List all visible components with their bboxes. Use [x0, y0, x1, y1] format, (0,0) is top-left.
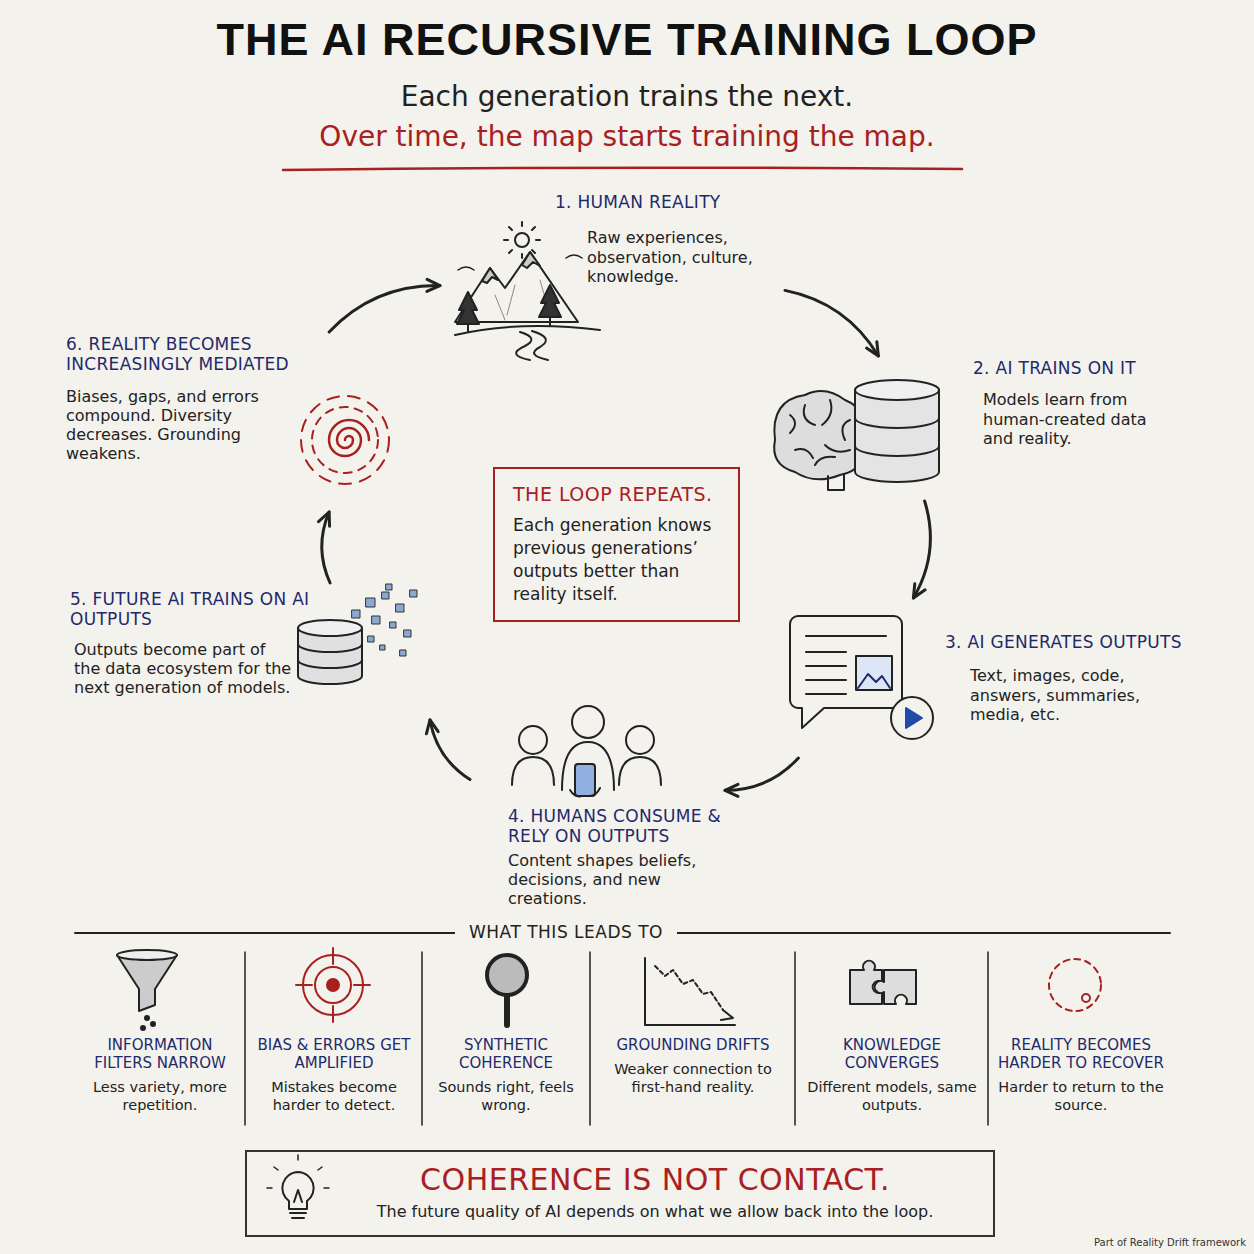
arrow-head: [913, 584, 925, 598]
dashed-circle-icon: [1049, 959, 1101, 1011]
node-body: Weaker connection to first-hand reality.: [596, 1060, 790, 1096]
effect-item: GROUNDING DRIFTS Weaker connection to fir…: [596, 1036, 790, 1096]
node-body: Harder to return to the source.: [990, 1078, 1172, 1114]
node-body: Sounds right, feels wrong.: [426, 1078, 586, 1114]
brain-database-icon: [774, 380, 939, 490]
node-body: Models learn from human-created data and…: [983, 390, 1163, 448]
arrow-line: [913, 501, 930, 598]
output-bubble-icon: [790, 616, 933, 739]
landscape-icon: [455, 222, 600, 360]
arrow-head: [725, 784, 738, 796]
magnifier-icon: [487, 955, 527, 1025]
database-pixels-icon: [298, 584, 417, 684]
node-heading: REALITY BECOMES HARDER TO RECOVER: [990, 1036, 1172, 1072]
effect-item: BIAS & ERRORS GET AMPLIFIED Mistakes beco…: [250, 1036, 418, 1114]
subtitle: Each generation trains the next.: [0, 80, 1254, 113]
flow-arrow: [319, 512, 331, 583]
node-heading: 1. HUMAN REALITY: [555, 192, 780, 212]
node-heading: SYNTHETIC COHERENCE: [426, 1036, 586, 1072]
funnel-icon: [117, 950, 177, 1030]
node-heading: THE LOOP REPEATS.: [513, 483, 722, 506]
loop-box: THE LOOP REPEATS. Each generation knows p…: [493, 467, 740, 622]
node-heading: GROUNDING DRIFTS: [596, 1036, 790, 1054]
node-heading: INFORMATION FILTERS NARROW: [78, 1036, 242, 1072]
node-body: Biases, gaps, and errors compound. Diver…: [66, 387, 288, 464]
node-heading: KNOWLEDGE CONVERGES: [800, 1036, 984, 1072]
flow-arrow: [329, 279, 440, 332]
node-heading: 2. AI TRAINS ON IT: [973, 358, 1183, 378]
key-message-box: COHERENCE IS NOT CONTACT. The future qual…: [245, 1150, 995, 1237]
node-heading: BIAS & ERRORS GET AMPLIFIED: [250, 1036, 418, 1072]
stage: 4. HUMANS CONSUME & RELY ON OUTPUTSConte…: [470, 700, 725, 915]
node-body: Content shapes beliefs, decisions, and n…: [508, 851, 723, 909]
stage: 3. AI GENERATES OUTPUTS Text, images, cod…: [780, 598, 1240, 758]
node-body: Raw experiences, observation, culture, k…: [587, 228, 782, 286]
arrow-head: [319, 512, 330, 526]
node-body: Mistakes become harder to detect.: [250, 1078, 418, 1114]
column-separators: [245, 952, 988, 1125]
target-icon: [296, 948, 370, 1022]
stage: 2. AI TRAINS ON IT Models learn from huma…: [765, 356, 1185, 501]
footer-note: Part of Reality Drift framework: [1094, 1237, 1246, 1248]
flow-arrow: [426, 720, 470, 780]
arrow-head: [427, 279, 440, 291]
node-heading: 4. HUMANS CONSUME & RELY ON OUTPUTS: [508, 806, 723, 847]
section-heading: WHAT THIS LEADS TO: [455, 922, 677, 942]
stage: 1. HUMAN REALITY Raw experiences, observa…: [440, 188, 785, 348]
node-body: Different models, same outputs.: [800, 1078, 984, 1114]
node-body: Outputs become part of the data ecosyste…: [74, 640, 294, 698]
puzzle-icon: [850, 961, 916, 1004]
node-heading: 6. REALITY BECOMES INCREASINGLY MEDIATED: [66, 334, 316, 375]
node-body: Less variety, more repetition.: [78, 1078, 242, 1114]
decline-chart-icon: [645, 958, 735, 1025]
flow-arrow: [725, 758, 798, 796]
arrow-head: [867, 342, 879, 356]
effect-item: SYNTHETIC COHERENCE Sounds right, feels w…: [426, 1036, 586, 1114]
arrow-head: [426, 720, 438, 734]
stage: 5. FUTURE AI TRAINS ON AI OUTPUTS Outputs…: [60, 583, 430, 748]
lightbulb-icon: [267, 1155, 329, 1218]
spiral-icon: [301, 396, 389, 484]
effect-item: INFORMATION FILTERS NARROW Less variety, …: [78, 1036, 242, 1114]
node-heading: 3. AI GENERATES OUTPUTS: [945, 632, 1235, 652]
subtitle: Over time, the map starts training the m…: [0, 120, 1254, 153]
effect-item: KNOWLEDGE CONVERGES Different models, sam…: [800, 1036, 984, 1114]
node-body: The future quality of AI depends on what…: [327, 1202, 983, 1223]
node-body: Text, images, code, answers, summaries, …: [970, 666, 1160, 724]
flow-arrow: [785, 290, 878, 356]
people-icon: [512, 706, 661, 796]
node-heading: 5. FUTURE AI TRAINS ON AI OUTPUTS: [70, 589, 310, 630]
node-body: Each generation knows previous generatio…: [513, 514, 722, 606]
effect-item: REALITY BECOMES HARDER TO RECOVER Harder …: [990, 1036, 1172, 1114]
arrow-line: [785, 290, 878, 356]
title: THE AI RECURSIVE TRAINING LOOP: [0, 14, 1254, 66]
node-heading: COHERENCE IS NOT CONTACT.: [327, 1162, 983, 1198]
flow-arrow: [913, 501, 930, 598]
arrow-line: [329, 286, 440, 332]
stage: 6. REALITY BECOMES INCREASINGLY MEDIATED…: [60, 332, 405, 512]
